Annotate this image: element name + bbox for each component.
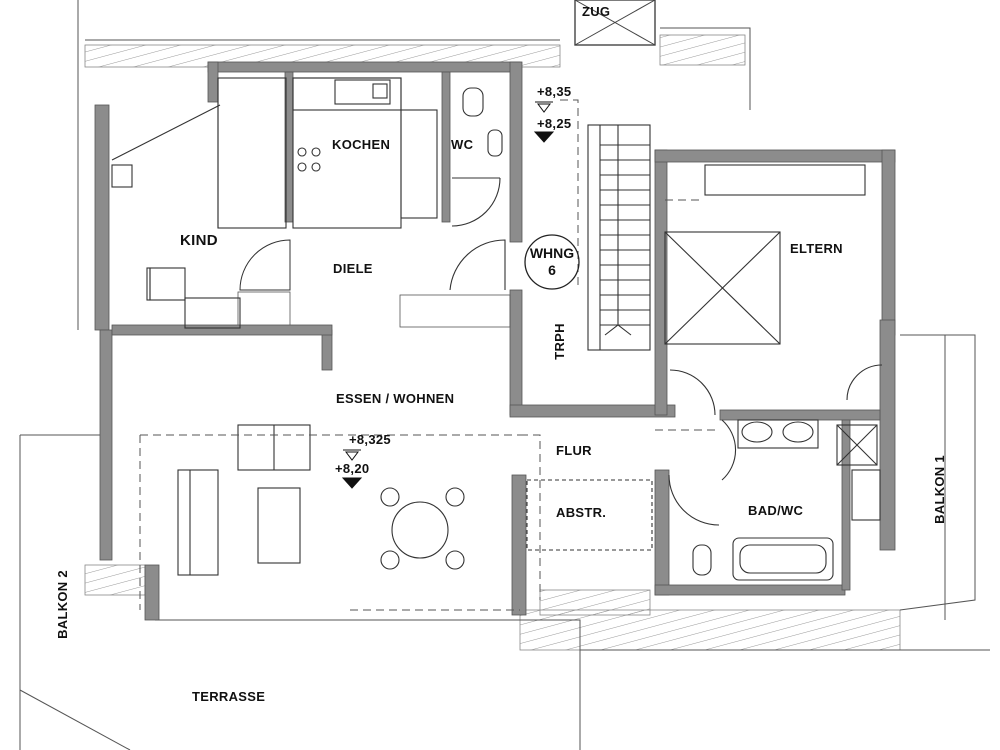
room-label-wc: WC: [451, 137, 474, 152]
level-label-upper-a: +8,35: [537, 84, 572, 99]
room-label-bad-wc: BAD/WC: [748, 503, 804, 518]
apartment-line-1: WHNG: [529, 245, 575, 261]
walls: [94, 61, 896, 621]
level-label-upper-b: +8,25: [537, 116, 572, 131]
room-label-balkon-2: BALKON 2: [54, 570, 70, 639]
apartment-circle: [524, 234, 580, 290]
room-label-kochen: KOCHEN: [332, 137, 391, 152]
elevator-shaft: [574, 0, 656, 46]
room-label-flur: FLUR: [556, 443, 592, 458]
room-label-eltern: ELTERN: [790, 241, 843, 256]
apartment-number-label: WHNG 6: [522, 245, 582, 279]
roof-hatching: [84, 34, 901, 651]
room-label-abstr: ABSTR.: [556, 505, 607, 520]
apartment-line-2: 6: [548, 262, 556, 278]
room-label-balkon-1: BALKON 1: [931, 455, 947, 524]
level-markers: [341, 101, 555, 489]
level-label-living-b: +8,20: [335, 461, 370, 476]
room-label-terrasse: TERRASSE: [192, 689, 266, 704]
level-label-living-a: +8,325: [349, 432, 391, 447]
outline-lines: [19, 0, 990, 750]
interior-lines: [111, 77, 883, 581]
room-label-zug: ZUG: [582, 4, 611, 19]
room-label-diele: DIELE: [333, 261, 373, 276]
room-label-trph: TRPH: [551, 323, 567, 360]
room-label-kind: KIND: [180, 232, 218, 249]
room-label-essen-wohnen: ESSEN / WOHNEN: [336, 391, 455, 406]
dashed-lines: [139, 99, 720, 611]
